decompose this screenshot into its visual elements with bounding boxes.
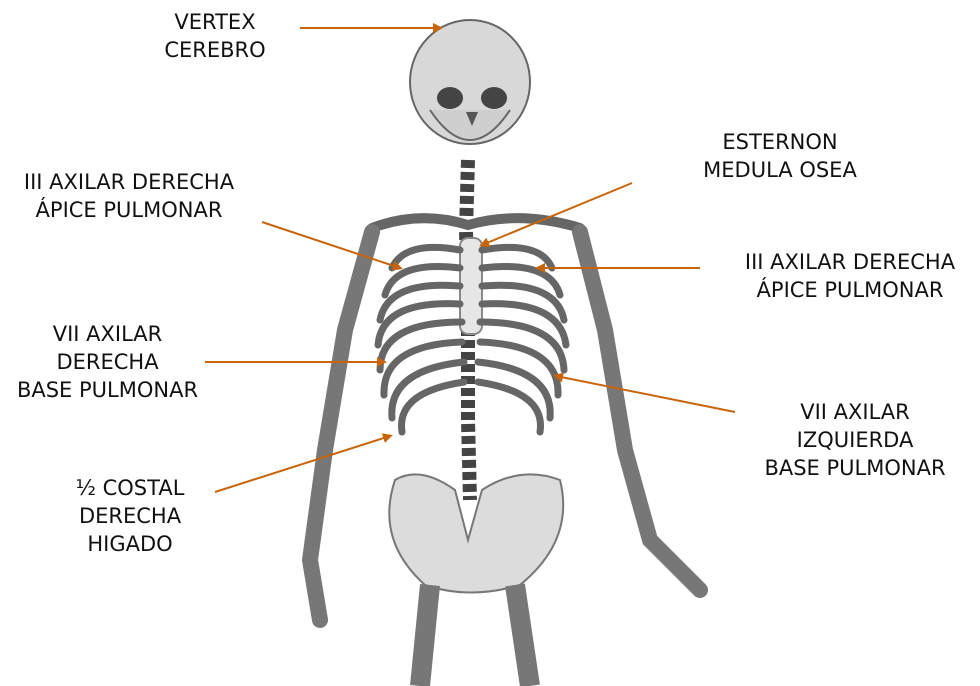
arrow-base-izq [556,376,735,412]
label-base-izquierda: VII AXILAR IZQUIERDA BASE PULMONAR [745,398,965,482]
arrow-costal [215,436,390,492]
leg-left [420,585,430,686]
label-costal-higado: ½ COSTAL DERECHA HIGADO [40,474,220,558]
pelvis [389,474,563,592]
label-esternon: ESTERNON MEDULA OSEA [680,128,880,184]
leg-right [515,585,530,686]
arm-left [310,232,372,620]
ribs-left [378,247,464,432]
clavicles [372,218,580,228]
label-base-derecha: VII AXILAR DERECHA BASE PULMONAR [0,320,215,404]
label-apice-derecha-right: III AXILAR DERECHA ÁPICE PULMONAR [725,248,975,304]
skeleton-figure [310,20,700,686]
eye-socket-right [481,87,507,109]
label-apice-derecha-left: III AXILAR DERECHA ÁPICE PULMONAR [4,168,254,224]
arm-right [580,232,700,590]
eye-socket-left [437,87,463,109]
label-vertex: VERTEX CEREBRO [150,8,280,64]
ribs-right [478,247,566,432]
